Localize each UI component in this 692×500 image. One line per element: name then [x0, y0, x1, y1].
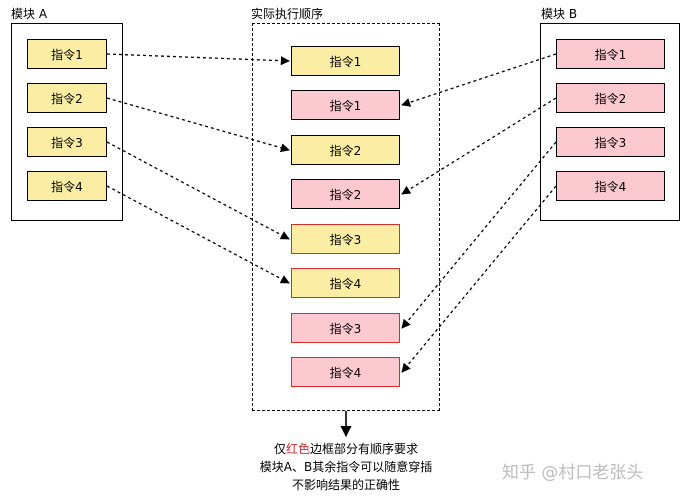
note-line-1-prefix: 仅: [273, 442, 286, 456]
execution-order-container: [252, 23, 440, 411]
execution-instruction-ordered: 指令3: [291, 313, 400, 343]
execution-instruction: 指令2: [291, 179, 400, 209]
module-b-instruction: 指令1: [556, 39, 665, 69]
module-b-instruction: 指令3: [556, 127, 665, 157]
note-line-1-suffix: 边框部分有顺序要求: [310, 442, 419, 456]
execution-instruction: 指令1: [291, 90, 400, 120]
execution-order-title: 实际执行顺序: [251, 7, 324, 21]
execution-instruction-ordered: 指令3: [291, 224, 400, 254]
module-b-title: 模块 B: [541, 7, 578, 21]
note-line-3: 不影响结果的正确性: [291, 478, 400, 492]
execution-instruction-ordered: 指令4: [291, 268, 400, 298]
module-b-instruction: 指令4: [556, 171, 665, 201]
execution-instruction: 指令1: [291, 46, 400, 76]
note-line-1: 仅红色边框部分有顺序要求: [222, 440, 470, 458]
ordering-note: 仅红色边框部分有顺序要求 模块A、B其余指令可以随意穿插 不影响结果的正确性: [222, 440, 470, 494]
module-a-instruction: 指令2: [27, 83, 107, 113]
watermark: 知乎 @村口老张头: [502, 463, 644, 483]
module-a-instruction: 指令3: [27, 127, 107, 157]
note-line-1-red: 红色: [285, 442, 310, 456]
note-line-2: 模块A、B其余指令可以随意穿插: [259, 460, 433, 474]
module-a-instruction: 指令1: [27, 39, 107, 69]
module-a-title: 模块 A: [11, 7, 48, 21]
module-b-instruction: 指令2: [556, 83, 665, 113]
execution-instruction-ordered: 指令4: [291, 357, 400, 387]
module-a-instruction: 指令4: [27, 171, 107, 201]
execution-instruction: 指令2: [291, 135, 400, 165]
